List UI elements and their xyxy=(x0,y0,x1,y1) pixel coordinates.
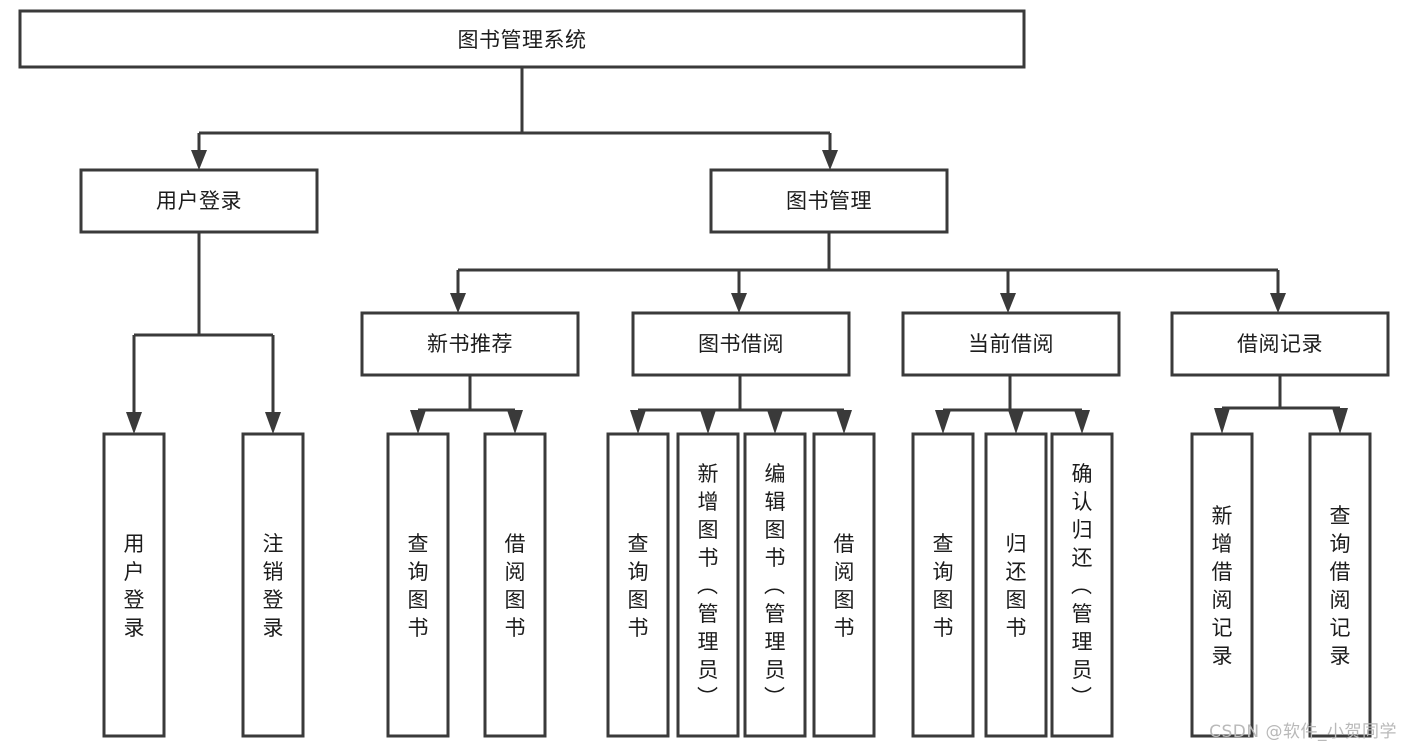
csdn-watermark: CSDN @软件_小贺同学 xyxy=(1209,722,1397,742)
node-root-label: 图书管理系统 xyxy=(458,28,587,52)
node-leaf-return-book-box[interactable] xyxy=(984,432,1048,738)
node-new-book-recommend[interactable]: 新书推荐 xyxy=(360,311,580,377)
arrow-head-leaf-return-book xyxy=(1008,410,1024,434)
node-leaf-user-logout-label: 注销登录 xyxy=(263,532,284,640)
node-leaf-borrow-book-1-label: 借阅图书 xyxy=(505,532,526,640)
node-leaf-user-logout-box[interactable] xyxy=(241,432,305,738)
node-leaf-query-book-1[interactable]: 查询图书 xyxy=(386,432,450,738)
node-new-book-recommend-box[interactable] xyxy=(360,311,580,377)
node-current-borrow-label: 当前借阅 xyxy=(968,332,1054,356)
node-leaf-add-record-box[interactable] xyxy=(1190,432,1254,738)
node-leaf-return-book[interactable]: 归还图书 xyxy=(984,432,1048,738)
node-leaf-query-book-2-label: 查询图书 xyxy=(628,532,649,640)
arrow-head-leaf-query-book-1 xyxy=(410,410,426,434)
arrow-head-new-book-recommend xyxy=(450,293,466,313)
node-leaf-user-login[interactable]: 用户登录 xyxy=(102,432,166,738)
node-borrow-records-label: 借阅记录 xyxy=(1237,332,1323,356)
node-leaf-borrow-book-2-label: 借阅图书 xyxy=(834,532,855,640)
arrow-head-book-borrow xyxy=(731,293,747,313)
node-leaf-confirm-return-label: 确认归还（管理员） xyxy=(1071,462,1093,710)
node-leaf-query-book-2-box[interactable] xyxy=(606,432,670,738)
node-leaf-query-book-2[interactable]: 查询图书 xyxy=(606,432,670,738)
node-leaf-borrow-book-1[interactable]: 借阅图书 xyxy=(483,432,547,738)
node-book-management[interactable]: 图书管理 xyxy=(709,168,949,234)
arrow-head-leaf-user-login xyxy=(126,412,142,434)
node-leaf-edit-book-box[interactable] xyxy=(743,432,807,738)
node-leaf-query-book-1-label: 查询图书 xyxy=(408,532,429,640)
node-book-borrow-box[interactable] xyxy=(631,311,851,377)
leaf-node-layer: 用户登录 注销登录 查询图书 借阅图书 查询图书 新增图书（管理员） 编辑图书（管理员） 借阅… xyxy=(102,432,1372,738)
node-leaf-query-book-3-label: 查询图书 xyxy=(933,532,954,640)
node-leaf-borrow-book-2[interactable]: 借阅图书 xyxy=(812,432,876,738)
arrow-head-current-borrow xyxy=(1000,293,1016,313)
arrow-head-leaf-edit-book xyxy=(767,410,783,434)
arrow-head-leaf-query-book-3 xyxy=(935,410,951,434)
node-book-management-box[interactable] xyxy=(709,168,949,234)
node-current-borrow-box[interactable] xyxy=(901,311,1121,377)
node-leaf-confirm-return-box[interactable] xyxy=(1050,432,1114,738)
node-leaf-edit-book-label: 编辑图书（管理员） xyxy=(764,462,786,710)
connector-layer xyxy=(126,67,1348,434)
node-borrow-records-box[interactable] xyxy=(1170,311,1390,377)
node-leaf-user-login-label: 用户登录 xyxy=(124,532,145,640)
node-leaf-borrow-book-2-box[interactable] xyxy=(812,432,876,738)
node-leaf-query-record-label: 查询借阅记录 xyxy=(1330,504,1351,668)
arrow-head-user-login xyxy=(191,150,207,170)
node-leaf-return-book-label: 归还图书 xyxy=(1006,532,1027,640)
arrow-head-leaf-user-logout xyxy=(265,412,281,434)
arrow-head-leaf-query-book-2 xyxy=(630,410,646,434)
node-book-borrow[interactable]: 图书借阅 xyxy=(631,311,851,377)
node-leaf-add-record-label: 新增借阅记录 xyxy=(1212,504,1233,668)
arrow-head-leaf-add-record xyxy=(1214,408,1230,434)
node-leaf-add-book[interactable]: 新增图书（管理员） xyxy=(676,432,740,738)
node-book-borrow-label: 图书借阅 xyxy=(698,332,784,356)
node-user-login[interactable]: 用户登录 xyxy=(79,168,319,234)
node-leaf-user-logout[interactable]: 注销登录 xyxy=(241,432,305,738)
node-leaf-add-book-box[interactable] xyxy=(676,432,740,738)
node-leaf-query-book-3-box[interactable] xyxy=(911,432,975,738)
node-user-login-box[interactable] xyxy=(79,168,319,234)
node-new-book-recommend-label: 新书推荐 xyxy=(427,332,513,356)
arrow-head-leaf-add-book xyxy=(700,410,716,434)
node-root-box[interactable] xyxy=(18,9,1026,69)
arrow-head-borrow-records xyxy=(1270,293,1286,313)
node-leaf-query-book-3[interactable]: 查询图书 xyxy=(911,432,975,738)
node-borrow-records[interactable]: 借阅记录 xyxy=(1170,311,1390,377)
node-leaf-query-book-1-box[interactable] xyxy=(386,432,450,738)
node-leaf-query-record[interactable]: 查询借阅记录 xyxy=(1308,432,1372,738)
node-leaf-query-record-box[interactable] xyxy=(1308,432,1372,738)
node-root[interactable]: 图书管理系统 xyxy=(18,9,1026,69)
arrow-head-leaf-query-record xyxy=(1332,408,1348,434)
node-leaf-user-login-box[interactable] xyxy=(102,432,166,738)
node-leaf-edit-book[interactable]: 编辑图书（管理员） xyxy=(743,432,807,738)
node-current-borrow[interactable]: 当前借阅 xyxy=(901,311,1121,377)
arrow-head-leaf-borrow-book-1 xyxy=(507,410,523,434)
node-book-management-label: 图书管理 xyxy=(786,189,872,213)
arrow-head-book-management xyxy=(822,150,838,170)
node-user-login-label: 用户登录 xyxy=(156,189,242,213)
node-leaf-add-book-label: 新增图书（管理员） xyxy=(697,462,719,710)
arrow-head-leaf-borrow-book-2 xyxy=(836,410,852,434)
node-leaf-confirm-return[interactable]: 确认归还（管理员） xyxy=(1050,432,1114,738)
node-leaf-add-record[interactable]: 新增借阅记录 xyxy=(1190,432,1254,738)
arrow-head-leaf-confirm-return xyxy=(1074,410,1090,434)
node-leaf-borrow-book-1-box[interactable] xyxy=(483,432,547,738)
